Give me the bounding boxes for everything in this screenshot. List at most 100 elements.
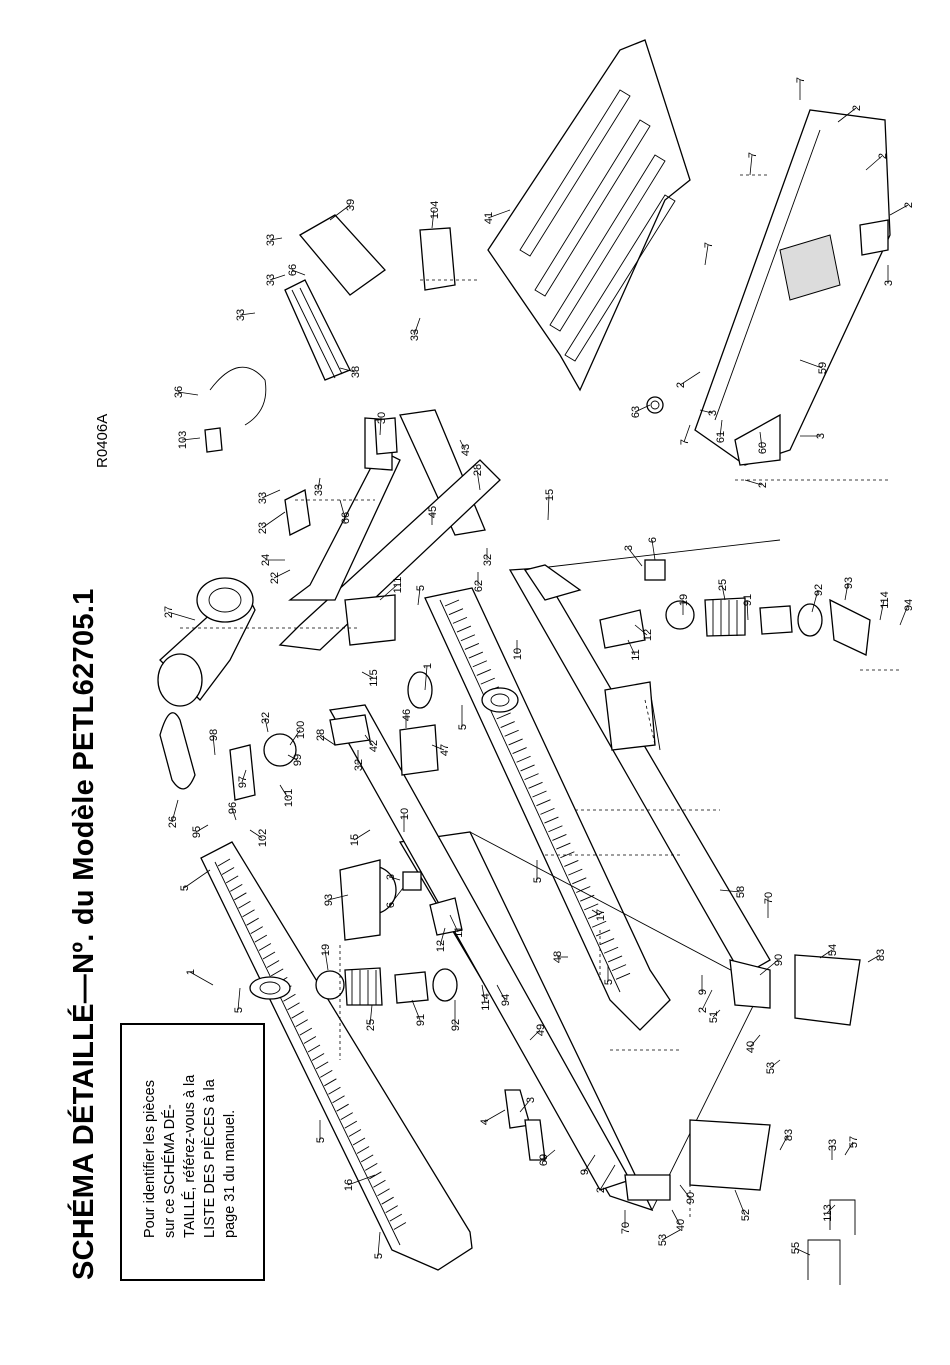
drive-belt <box>159 712 196 790</box>
leader-line <box>671 1209 681 1226</box>
part-number-label: 83 <box>783 1129 795 1141</box>
leader-line <box>759 959 779 976</box>
part-number-label: 19 <box>678 594 690 606</box>
part-number-label: 42 <box>368 740 380 752</box>
part-number-label: 7 <box>679 439 691 445</box>
base-covers <box>624 954 861 1201</box>
part-number-label: 92 <box>813 584 825 596</box>
leader-line <box>651 539 656 561</box>
leader-line <box>231 807 237 821</box>
part-number-label: 4 <box>479 1119 491 1125</box>
part-number-label: 28 <box>472 464 484 476</box>
part-number-label: 2 <box>851 105 863 111</box>
part-number-label: 15 <box>544 489 556 501</box>
part-number-label: 57 <box>848 1136 860 1148</box>
part-number-label: 66 <box>287 264 299 276</box>
leader-line <box>794 1247 811 1256</box>
leader-line <box>734 1189 746 1216</box>
leader-line <box>237 987 241 1011</box>
part-number-label: 53 <box>657 1234 669 1246</box>
part-number-label: 2 <box>877 153 889 159</box>
part-number-label: 91 <box>415 1014 427 1026</box>
part-number-label: 3 <box>707 410 719 416</box>
leader-line <box>212 734 216 756</box>
part-number-label: 2 <box>675 382 687 388</box>
leader-line <box>329 204 351 221</box>
part-number-label: 26 <box>167 816 179 828</box>
part-number-label: 5 <box>532 877 544 883</box>
part-number-labels: 1122222223333334555555556677779910101111… <box>163 77 915 1259</box>
part-number-label: 12 <box>642 629 654 641</box>
leader-line <box>779 1134 789 1151</box>
note-box <box>120 1023 265 1281</box>
right-spring-assembly <box>665 597 871 656</box>
leader-line <box>749 1034 761 1048</box>
u-bolts <box>807 1199 856 1285</box>
part-number-label: 9 <box>697 989 709 995</box>
leader-line <box>542 1149 556 1161</box>
part-number-label: 114 <box>480 993 492 1011</box>
part-number-label: 111 <box>392 577 404 594</box>
part-number-label: 49 <box>535 1024 547 1036</box>
part-number-label: 38 <box>350 366 362 378</box>
part-number-label: 90 <box>685 1192 697 1204</box>
part-number-label: 58 <box>735 886 747 898</box>
leader-line <box>679 371 701 386</box>
note-text: Pour identifier les pièces sur ce SCHÉMA… <box>140 1075 240 1238</box>
leader-line <box>339 499 346 519</box>
part-number-label: 1 <box>422 663 434 669</box>
leader-line <box>439 927 446 947</box>
leader-line <box>424 665 428 691</box>
part-number-label: 2 <box>903 202 915 208</box>
leader-line <box>273 569 291 579</box>
part-number-label: 5 <box>233 1007 245 1013</box>
part-number-label: 28 <box>315 729 327 741</box>
left-side-rail <box>200 841 473 1271</box>
leader-line <box>701 989 713 1011</box>
part-number-label: 2 <box>757 482 769 488</box>
leader-line <box>261 489 281 499</box>
part-number-label: 93 <box>843 577 855 589</box>
part-number-label: 52 <box>740 1209 752 1221</box>
part-number-label: 24 <box>260 554 272 566</box>
treadmill-frame <box>328 539 781 1212</box>
part-number-label: 15 <box>349 834 361 846</box>
leader-line <box>483 1109 506 1123</box>
note-line: TAILLÉ, référez-vous à la <box>182 1074 198 1238</box>
part-number-label: 48 <box>552 951 564 963</box>
leader-line <box>249 829 263 839</box>
leader-line <box>171 799 179 823</box>
console-top-cover <box>487 39 691 392</box>
leader-line <box>287 754 298 761</box>
leader-line <box>389 876 401 881</box>
console-base <box>694 109 891 466</box>
part-number-label: 90 <box>773 954 785 966</box>
leader-line <box>324 949 329 971</box>
leader-line <box>844 582 849 601</box>
part-number-label: 39 <box>345 199 357 211</box>
part-number-label: 33 <box>257 492 269 504</box>
part-number-label: 66 <box>340 512 352 524</box>
leader-line <box>719 889 741 893</box>
leader-line <box>269 237 283 241</box>
leader-line <box>769 1059 781 1069</box>
leader-line <box>819 949 833 959</box>
leader-line <box>699 409 713 414</box>
leader-line <box>389 887 404 906</box>
part-number-label: 30 <box>376 412 388 424</box>
part-number-label: 114 <box>879 591 891 609</box>
part-number-label: 104 <box>429 201 441 219</box>
part-number-label: 91 <box>742 594 754 606</box>
leader-line <box>749 154 753 176</box>
leader-line <box>712 1009 721 1018</box>
leader-line <box>269 274 286 281</box>
part-number-label: 40 <box>745 1041 757 1053</box>
leader-line <box>339 367 356 373</box>
leader-line <box>459 439 466 451</box>
part-number-label: 46 <box>401 709 413 721</box>
leader-line <box>799 359 823 369</box>
leader-line <box>289 729 301 746</box>
leader-line <box>811 589 819 613</box>
part-number-label: 6 <box>385 902 397 908</box>
